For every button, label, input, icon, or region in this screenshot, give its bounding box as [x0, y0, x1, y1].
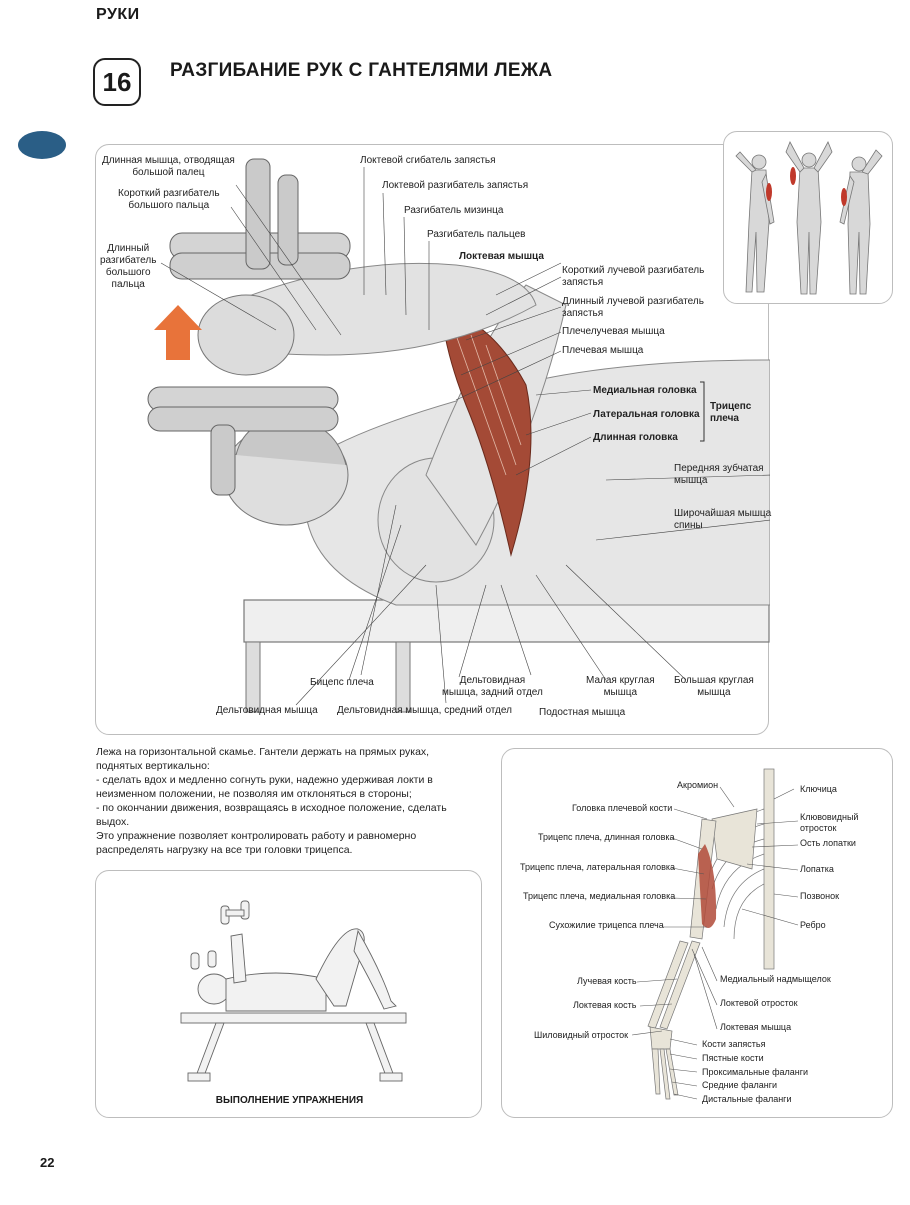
label-coracoid: Клювовидный отросток — [800, 812, 859, 833]
muscle-map-thumbnail — [723, 131, 893, 304]
label-short-extensor-thumb: Короткий разгибатель большого пальца — [118, 188, 220, 211]
label-acromion: Акромион — [677, 780, 719, 790]
label-teres-minor: Малая круглая мышца — [586, 675, 655, 698]
label-triceps-lateral-head: Латеральная головка — [593, 409, 700, 420]
label-biceps: Бицепс плеча — [310, 677, 374, 688]
label-proximal-phalanges: Проксимальные фаланги — [702, 1067, 809, 1077]
label-radius: Лучевая кость — [577, 976, 637, 986]
execution-caption: ВЫПОЛНЕНИЕ УПРАЖНЕНИЯ — [215, 1095, 364, 1106]
description-summary: Это упражнение позволяет контролировать … — [96, 830, 417, 856]
label-triceps-long-head: Длинная головка — [593, 432, 678, 443]
arm-skeleton-illustration — [631, 768, 799, 1100]
label-deltoid: Дельтовидная мышца — [216, 705, 318, 716]
label-triceps: Трицепс плеча — [710, 401, 752, 424]
label-triceps-medial: Трицепс плеча, медиальная головка — [523, 891, 676, 901]
exercise-description: Лежа на горизонтальной скамье. Гантели д… — [96, 745, 476, 857]
main-illustration — [147, 158, 770, 713]
label-anconeus: Локтевая мышца — [459, 251, 544, 262]
description-step-2: - по окончании движения, возвращаясь в и… — [96, 802, 447, 828]
label-long-extensor-thumb: Длинный разгибатель большого пальца — [100, 243, 157, 290]
skeletal-anatomy-panel: Акромион Ключица Головка плечевой кости … — [501, 748, 893, 1118]
label-anconeus-bone: Локтевая мышца — [720, 1022, 792, 1032]
label-distal-phalanges: Дистальные фаланги — [702, 1094, 792, 1104]
label-humeral-head: Головка плечевой кости — [572, 803, 673, 813]
three-figures-illustration — [735, 141, 883, 295]
description-intro: Лежа на горизонтальной скамье. Гантели д… — [96, 746, 430, 772]
label-deltoid-middle: Дельтовидная мышца, средний отдел — [337, 705, 512, 716]
chapter-tab-marker — [18, 131, 66, 159]
label-brachialis: Плечевая мышца — [562, 345, 644, 356]
label-brachioradialis: Плечелучевая мышца — [562, 326, 665, 337]
label-teres-major: Большая круглая мышца — [674, 675, 754, 698]
label-triceps-long: Трицепс плеча, длинная головка — [538, 832, 675, 842]
label-infraspinatus: Подостная мышца — [539, 707, 626, 718]
section-title: РУКИ — [96, 6, 140, 23]
label-styloid: Шиловидный отросток — [534, 1030, 629, 1040]
page-number: 22 — [40, 1155, 55, 1170]
label-clavicle: Ключица — [800, 784, 837, 794]
label-middle-phalanges: Средние фаланги — [702, 1080, 778, 1090]
label-vertebra: Позвонок — [800, 891, 840, 901]
label-triceps-lateral: Трицепс плеча, латеральная головка — [520, 862, 676, 872]
label-extensor-digitorum: Разгибатель пальцев — [427, 229, 526, 240]
main-illustration-panel: Длинная мышца, отводящая большой палец К… — [95, 144, 772, 735]
execution-illustration — [180, 900, 407, 1082]
label-ecr-brevis: Короткий лучевой разгибатель запястья — [562, 265, 705, 288]
label-extensor-carpi-ulnaris: Локтевой разгибатель запястья — [382, 180, 529, 191]
description-step-1: - сделать вдох и медленно согнуть руки, … — [96, 774, 433, 800]
exercise-title: РАЗГИБАНИЕ РУК С ГАНТЕЛЯМИ ЛЕЖА — [170, 60, 553, 81]
label-deltoid-posterior: Дельтовидная мышца, задний отдел — [442, 675, 543, 698]
label-scapula: Лопатка — [800, 864, 834, 874]
exercise-number-badge: 16 — [93, 58, 141, 106]
label-serratus-anterior: Передняя зубчатая мышца — [674, 463, 764, 486]
label-long-abductor-thumb: Длинная мышца, отводящая большой палец — [102, 155, 235, 178]
label-olecranon: Локтевой отросток — [720, 998, 798, 1008]
label-ulna: Локтевая кость — [573, 1000, 637, 1010]
label-rib: Ребро — [800, 920, 826, 930]
label-medial-epicondyle: Медиальный надмыщелок — [720, 974, 831, 984]
label-triceps-medial-head: Медиальная головка — [593, 385, 697, 396]
label-triceps-tendon: Сухожилие трицепса плеча — [549, 920, 664, 930]
label-latissimus-dorsi: Широчайшая мышца спины — [674, 508, 772, 531]
label-extensor-digiti-minimi: Разгибатель мизинца — [404, 205, 504, 216]
label-ecr-longus: Длинный лучевой разгибатель запястья — [562, 296, 704, 319]
label-metacarpals: Пястные кости — [702, 1053, 764, 1063]
label-flexor-carpi-ulnaris: Локтевой сгибатель запястья — [360, 155, 496, 166]
execution-panel: ВЫПОЛНЕНИЕ УПРАЖНЕНИЯ — [95, 870, 482, 1118]
label-carpals: Кости запястья — [702, 1039, 766, 1049]
label-scapular-spine: Ость лопатки — [800, 838, 856, 848]
